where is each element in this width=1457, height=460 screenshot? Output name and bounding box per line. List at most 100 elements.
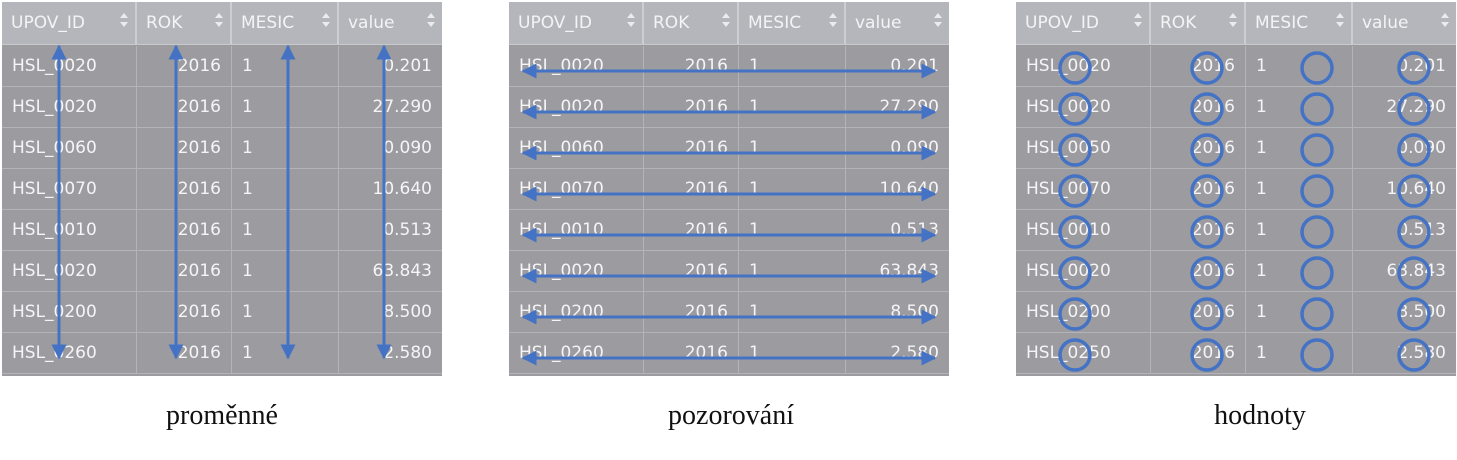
table-cell[interactable]: 2016 [644, 46, 739, 86]
table-cell[interactable]: 1 [739, 251, 846, 291]
table-cell[interactable]: 27.290 [879, 97, 939, 117]
table-cell[interactable]: 1 [1246, 169, 1353, 209]
table-cell[interactable]: 1 [232, 87, 339, 127]
table-cell[interactable]: 1 [739, 292, 846, 332]
table-cell[interactable]: 8.500 [890, 302, 939, 322]
table-cell[interactable]: HSL_0260 [509, 333, 644, 373]
sort-icon[interactable] [1441, 13, 1449, 27]
table-cell[interactable]: HSL_0200 [509, 292, 644, 332]
table-cell[interactable]: 1 [739, 169, 846, 209]
table-cell[interactable]: 1 [1246, 87, 1353, 127]
table-cell[interactable]: 1 [739, 87, 846, 127]
sort-icon[interactable] [829, 13, 837, 27]
table-cell[interactable]: HSL_0060 [509, 128, 644, 168]
column-header-value[interactable]: value [1353, 2, 1456, 44]
column-header-upov-id[interactable]: UPOV_ID [2, 2, 137, 44]
table-cell[interactable]: HSL_0200 [1016, 292, 1151, 332]
table-cell[interactable]: 2016 [644, 87, 739, 127]
column-header-value[interactable]: value [339, 2, 442, 44]
table-cell[interactable]: 1 [739, 128, 846, 168]
table-cell[interactable]: 1 [1246, 292, 1353, 332]
table-cell[interactable]: 0.201 [1397, 56, 1446, 76]
table-cell[interactable]: 0.513 [890, 220, 939, 240]
sort-icon[interactable] [1134, 13, 1142, 27]
table-cell[interactable]: 2.580 [383, 343, 432, 363]
table-cell[interactable]: 2016 [1151, 333, 1246, 373]
table-cell[interactable]: HSL_0260 [2, 333, 137, 373]
table-cell[interactable]: 2016 [644, 333, 739, 373]
table-cell[interactable]: 2016 [137, 251, 232, 291]
table-cell[interactable]: 10.640 [1386, 179, 1446, 199]
table-cell[interactable]: 1 [232, 292, 339, 332]
sort-icon[interactable] [627, 13, 635, 27]
table-cell[interactable]: HSL_0020 [1016, 87, 1151, 127]
table-cell[interactable]: 2016 [1151, 292, 1246, 332]
table-cell[interactable]: 27.290 [372, 97, 432, 117]
column-header-rok[interactable]: ROK [644, 2, 739, 44]
column-header-value[interactable]: value [846, 2, 949, 44]
table-cell[interactable]: 1 [1246, 128, 1353, 168]
sort-icon[interactable] [215, 13, 223, 27]
table-cell[interactable]: 2016 [137, 128, 232, 168]
table-cell[interactable]: 0.090 [890, 138, 939, 158]
table-cell[interactable]: 2016 [1151, 169, 1246, 209]
table-cell[interactable]: 2016 [137, 87, 232, 127]
table-cell[interactable]: 1 [232, 46, 339, 86]
table-cell[interactable]: 2016 [1151, 251, 1246, 291]
table-cell[interactable]: HSL_0020 [1016, 251, 1151, 291]
table-cell[interactable]: 2016 [1151, 87, 1246, 127]
table-cell[interactable]: HSL_0070 [1016, 169, 1151, 209]
sort-icon[interactable] [722, 13, 730, 27]
table-cell[interactable]: 10.640 [879, 179, 939, 199]
table-cell[interactable]: 2016 [644, 292, 739, 332]
sort-icon[interactable] [1229, 13, 1237, 27]
sort-icon[interactable] [120, 13, 128, 27]
table-cell[interactable]: 2016 [644, 128, 739, 168]
column-header-mesic[interactable]: MESIC [232, 2, 339, 44]
table-cell[interactable]: 1 [232, 333, 339, 373]
table-cell[interactable]: HSL_0060 [2, 128, 137, 168]
table-cell[interactable]: HSL_0020 [2, 46, 137, 86]
table-cell[interactable]: 2016 [644, 210, 739, 250]
table-cell[interactable]: HSL_0070 [509, 169, 644, 209]
table-cell[interactable]: 2016 [137, 46, 232, 86]
table-cell[interactable]: HSL_0200 [2, 292, 137, 332]
column-header-upov-id[interactable]: UPOV_ID [509, 2, 644, 44]
table-cell[interactable]: 1 [1246, 333, 1353, 373]
table-cell[interactable]: 1 [739, 46, 846, 86]
table-cell[interactable]: 2016 [1151, 210, 1246, 250]
table-cell[interactable]: HSL_0020 [509, 251, 644, 291]
table-cell[interactable]: 2016 [137, 169, 232, 209]
column-header-upov-id[interactable]: UPOV_ID [1016, 2, 1151, 44]
table-cell[interactable]: 0.201 [890, 56, 939, 76]
table-cell[interactable]: HSL_0020 [2, 251, 137, 291]
table-cell[interactable]: HSL_0020 [2, 87, 137, 127]
table-cell[interactable]: 1 [1246, 210, 1353, 250]
table-cell[interactable]: 1 [1246, 46, 1353, 86]
table-cell[interactable]: 0.090 [383, 138, 432, 158]
table-cell[interactable]: 1 [232, 169, 339, 209]
table-cell[interactable]: 63.843 [372, 261, 432, 281]
table-cell[interactable]: 2016 [1151, 128, 1246, 168]
sort-icon[interactable] [1336, 13, 1344, 27]
table-cell[interactable]: 0.090 [1397, 138, 1446, 158]
column-header-rok[interactable]: ROK [137, 2, 232, 44]
